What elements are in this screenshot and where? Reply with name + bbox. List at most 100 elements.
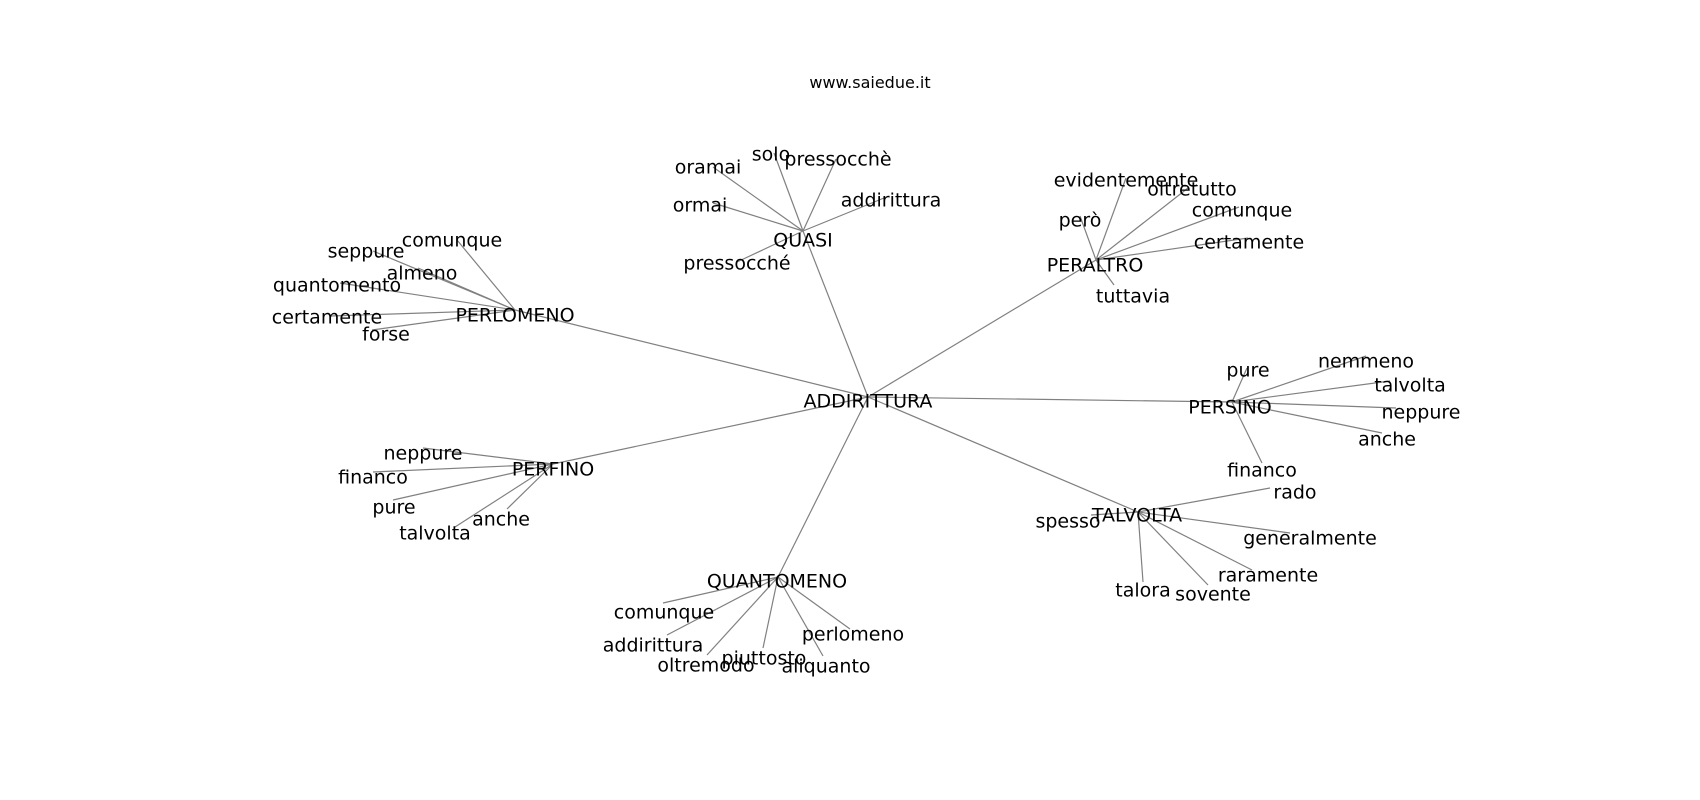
leaf-node-peraltro-certamente: certamente (1194, 232, 1304, 254)
edge-persino-financo (1231, 401, 1263, 464)
edge-center-peraltro (867, 259, 1097, 398)
leaf-node-talvolta-generalmente: generalmente (1243, 528, 1377, 550)
edge-quasi-oramai (712, 166, 804, 232)
leaf-node-perfino-talvolta: talvolta (399, 523, 471, 545)
hub-node-talvolta: TALVOLTA (1091, 505, 1182, 527)
edge-peraltro-pero (1079, 215, 1097, 261)
edge-center-quantomeno (777, 396, 869, 578)
edge-talvolta-raramente (1137, 511, 1253, 571)
leaf-node-perfino-financo: financo (338, 467, 408, 489)
edge-talvolta-spesso (1090, 511, 1139, 516)
leaf-node-talvolta-talora: talora (1115, 580, 1170, 602)
leaf-node-quasi-addirittura: addirittura (841, 190, 942, 212)
edge-quantomeno-piuttosto (762, 576, 779, 649)
leaf-node-quasi-pressocche: pressocché (683, 253, 790, 275)
edge-peraltro-comunque (1095, 206, 1240, 261)
leaf-node-persino-financo: financo (1227, 460, 1297, 482)
edge-persino-talvolta (1231, 380, 1391, 403)
leaf-node-quantomeno-perlomeno: perlomeno (802, 624, 904, 646)
edge-peraltro-certamente (1095, 237, 1249, 261)
leaf-node-perlomeno-certamente: certamente (272, 307, 382, 329)
leaf-node-peraltro-oltretutto: oltretutto (1147, 179, 1236, 201)
leaf-node-talvolta-spesso: spesso (1035, 511, 1100, 533)
leaf-node-perlomeno-quantomento: quantomento (273, 275, 401, 297)
leaf-node-perlomeno-forse: forse (362, 324, 410, 346)
leaf-node-peraltro-comunque: comunque (1192, 200, 1292, 222)
hub-node-quasi: QUASI (773, 230, 833, 252)
leaf-node-perfino-anche: anche (472, 509, 530, 531)
edge-perlomeno-quantomento (339, 282, 516, 311)
leaf-node-perfino-pure: pure (372, 497, 415, 519)
leaf-node-perlomeno-almeno: almeno (387, 263, 458, 285)
edge-talvolta-generalmente (1137, 511, 1291, 534)
leaf-node-quasi-ormai: ormai (673, 195, 728, 217)
edge-perfino-pure (392, 463, 554, 501)
edge-perlomeno-forse (371, 309, 516, 331)
hub-node-quantomeno: QUANTOMENO (707, 571, 847, 593)
leaf-node-perfino-neppure: neppure (384, 443, 463, 465)
hub-node-perlomeno: PERLOMENO (455, 305, 574, 327)
edge-perfino-financo (372, 463, 554, 473)
leaf-node-quantomeno-oltremodo: oltremodo (657, 655, 754, 677)
edge-perfino-neppure (422, 447, 554, 465)
leaf-node-quantomeno-aliquanto: aliquanto (781, 656, 870, 678)
edge-persino-neppure (1231, 401, 1397, 409)
edges-layer (329, 152, 1397, 657)
edge-quantomeno-aliquanto (777, 576, 824, 657)
edge-perfino-anche (506, 463, 554, 510)
edge-center-perfino (552, 396, 869, 465)
leaf-node-quasi-solo: solo (752, 144, 790, 166)
edge-quasi-pressocche (802, 158, 837, 232)
edge-center-talvolta (867, 396, 1139, 513)
leaf-node-peraltro-pero: però (1059, 210, 1102, 232)
leaf-node-talvolta-sovente: sovente (1175, 584, 1251, 606)
labels-layer: comunqueseppurealmenoquantomentocertamen… (272, 144, 1461, 678)
leaf-node-persino-nemmeno: nemmeno (1318, 351, 1414, 373)
edge-persino-nemmeno (1231, 355, 1367, 403)
edge-peraltro-tuttavia (1095, 259, 1115, 286)
edge-perfino-talvolta (454, 463, 554, 528)
leaf-node-peraltro-evidentemente: evidentemente (1054, 170, 1199, 192)
hub-node-peraltro: PERALTRO (1047, 255, 1144, 277)
edge-persino-pure (1231, 367, 1248, 403)
edge-quantomeno-comunque (662, 576, 779, 604)
leaf-node-quasi-pressocche: pressocchè (784, 149, 891, 171)
leaf-node-quantomeno-comunque: comunque (614, 602, 714, 624)
leaf-node-quantomeno-piuttosto: piuttosto (722, 648, 807, 670)
edge-quasi-ormai (712, 202, 804, 232)
edge-center-persino (867, 396, 1233, 403)
edge-perlomeno-comunque (456, 239, 516, 311)
leaf-node-perlomeno-comunque: comunque (402, 230, 502, 252)
leaf-node-peraltro-tuttavia: tuttavia (1096, 286, 1170, 308)
hub-node-persino: PERSINO (1188, 397, 1272, 419)
edge-talvolta-sovente (1137, 511, 1209, 586)
edge-quantomeno-perlomeno (777, 576, 851, 630)
edge-quantomeno-oltremodo (706, 576, 779, 656)
leaf-node-persino-neppure: neppure (1382, 402, 1461, 424)
edge-quasi-solo (773, 152, 804, 232)
edge-peraltro-evidentemente (1095, 177, 1127, 261)
leaf-node-talvolta-rado: rado (1273, 482, 1316, 504)
leaf-node-persino-talvolta: talvolta (1374, 375, 1446, 397)
edge-quasi-pressocche (736, 230, 804, 263)
leaf-node-quasi-oramai: oramai (675, 157, 742, 179)
hub-node-perfino: PERFINO (512, 459, 594, 481)
edge-center-perlomeno (514, 309, 869, 398)
edge-talvolta-rado (1137, 487, 1271, 513)
edge-quasi-addirittura (802, 197, 885, 232)
edge-perlomeno-certamente (329, 309, 516, 317)
center-node-addirittura: ADDIRITTURA (804, 391, 933, 413)
edge-peraltro-oltretutto (1095, 187, 1189, 261)
leaf-node-persino-anche: anche (1358, 429, 1416, 451)
edge-persino-anche (1231, 401, 1383, 434)
edge-perlomeno-almeno (417, 267, 516, 311)
leaf-node-persino-pure: pure (1226, 360, 1269, 382)
leaf-node-perlomeno-seppure: seppure (328, 241, 405, 263)
edge-talvolta-talora (1137, 511, 1144, 583)
site-title: www.saiedue.it (809, 73, 930, 92)
edge-quantomeno-addirittura (666, 576, 779, 636)
edge-center-quasi (802, 230, 869, 398)
leaf-node-talvolta-raramente: raramente (1218, 565, 1318, 587)
leaf-node-quantomeno-addirittura: addirittura (603, 635, 704, 657)
